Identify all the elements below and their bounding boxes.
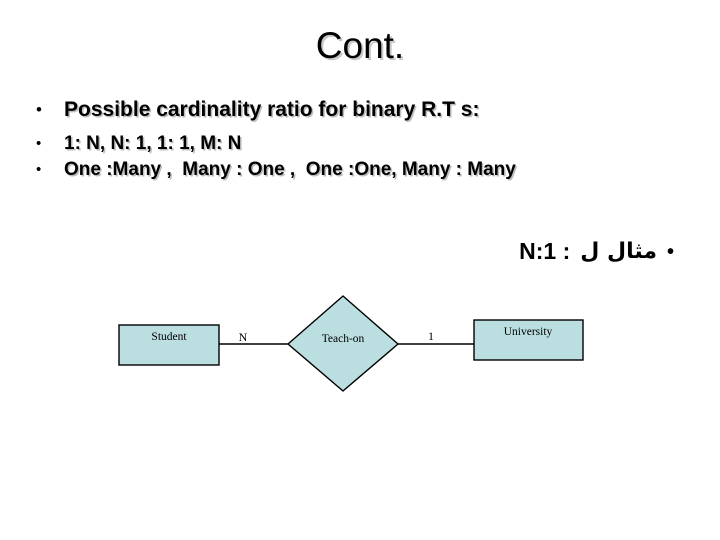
cardinality-label-n: N bbox=[239, 330, 248, 344]
arabic-example-line: • مثال ل N:1 : bbox=[519, 238, 674, 265]
entity-label-student: Student bbox=[151, 331, 187, 343]
bullet-text: 1: N, N: 1, 1: 1, M: N bbox=[64, 133, 242, 154]
list-item: • 1: N, N: 1, 1: 1, M: N bbox=[36, 131, 676, 157]
cardinality-label-1: 1 bbox=[428, 329, 434, 343]
relationship-label-teach-on: Teach-on bbox=[322, 333, 365, 345]
bullet-marker-icon: • bbox=[666, 240, 674, 263]
bullet-marker-icon: • bbox=[36, 135, 42, 152]
bullet-text: One :Many , Many : One , One :One, Many … bbox=[64, 159, 516, 180]
list-item: • One :Many , Many : One , One :One, Man… bbox=[36, 157, 676, 183]
entity-box-university bbox=[473, 319, 584, 361]
relationship-diamond-teach-on bbox=[286, 295, 400, 392]
bullet-marker-icon: • bbox=[36, 100, 42, 119]
er-diagram: Student Teach-on University N 1 bbox=[100, 285, 620, 405]
bullet-list: • Possible cardinality ratio for binary … bbox=[36, 96, 676, 183]
bullet-marker-icon: • bbox=[36, 161, 42, 178]
list-item: • Possible cardinality ratio for binary … bbox=[36, 96, 676, 123]
arabic-text: مثال ل bbox=[580, 239, 657, 264]
entity-label-university: University bbox=[504, 326, 553, 338]
bullet-text: Possible cardinality ratio for binary R.… bbox=[64, 98, 480, 121]
entity-box-student bbox=[118, 324, 220, 366]
cardinality-notation-text: N:1 : bbox=[519, 238, 571, 264]
page-title: Cont. bbox=[315, 25, 405, 66]
